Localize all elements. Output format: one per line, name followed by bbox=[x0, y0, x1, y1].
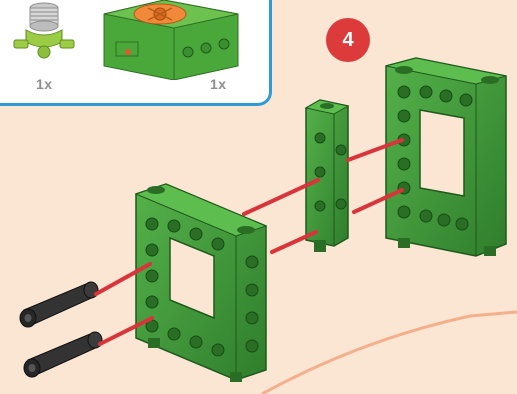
black-axle-pins bbox=[20, 282, 102, 377]
axle-pin bbox=[20, 282, 98, 327]
axle-pin bbox=[24, 332, 102, 377]
right-square-frame bbox=[386, 58, 506, 256]
vertical-beam bbox=[306, 100, 348, 252]
